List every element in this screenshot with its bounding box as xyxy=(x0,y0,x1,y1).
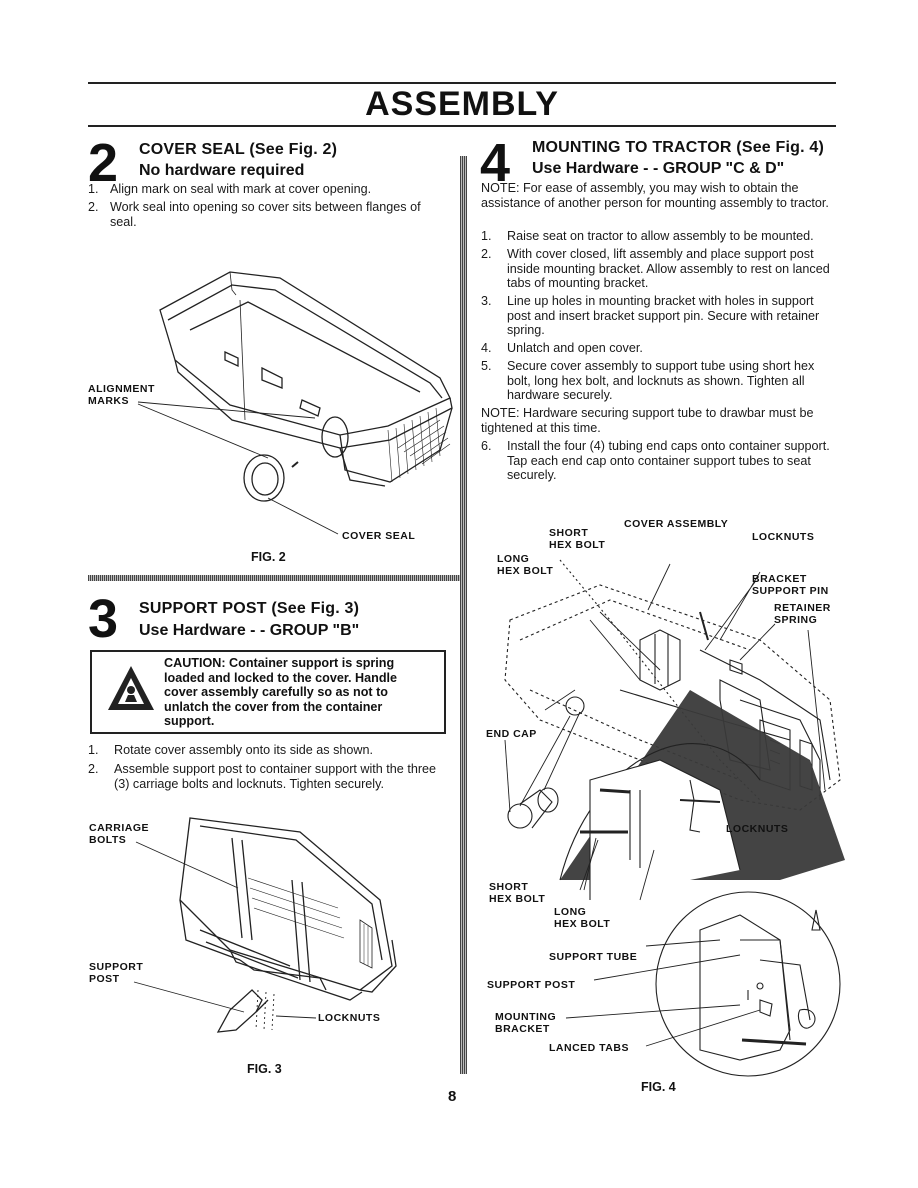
section-4-step: 2. With cover closed, lift assembly and … xyxy=(481,247,839,292)
section-4-step: 5. Secure cover assembly to support tube… xyxy=(481,359,839,404)
lanced-tabs-label: LANCED TABS xyxy=(549,1042,629,1054)
short-hex-bolt-label: HEX BOLT xyxy=(549,539,606,551)
section-4-step: 6. Install the four (4) tubing end caps … xyxy=(481,439,839,484)
step-text: Install the four (4) tubing end caps ont… xyxy=(507,439,830,482)
short-hex-bolt-label: SHORT xyxy=(549,527,589,539)
step-number: 1. xyxy=(88,743,99,757)
step-number: 5. xyxy=(481,359,492,373)
section-4-step: 1. Raise seat on tractor to allow assemb… xyxy=(481,229,839,244)
top-rule xyxy=(88,82,836,84)
step-text: Line up holes in mounting bracket with h… xyxy=(507,294,820,337)
section-2-number: 2 xyxy=(88,133,119,193)
end-cap-label: END CAP xyxy=(486,728,537,740)
step-number: 4. xyxy=(481,341,492,355)
support-tube-label: SUPPORT TUBE xyxy=(549,951,638,963)
section-2-title: COVER SEAL (See Fig. 2) xyxy=(139,141,338,158)
fig-3-caption: FIG. 3 xyxy=(247,1062,282,1076)
step-number: 3. xyxy=(481,294,492,308)
warning-icon xyxy=(108,666,154,710)
short-hex-bolt-label: SHORT xyxy=(489,881,529,893)
long-hex-bolt-label: LONG xyxy=(497,553,530,565)
section-4-number: 4 xyxy=(480,133,511,193)
step-text: With cover closed, lift assembly and pla… xyxy=(507,247,830,290)
caution-box: CAUTION: Container support is spring loa… xyxy=(90,650,446,734)
support-post-label: POST xyxy=(89,973,120,985)
locknuts-label: LOCKNUTS xyxy=(318,1012,381,1024)
step-text: Align mark on seal with mark at cover op… xyxy=(110,182,372,196)
step-text: Rotate cover assembly onto its side as s… xyxy=(114,743,373,757)
step-number: 2. xyxy=(88,762,99,776)
step-text: Raise seat on tractor to allow assembly … xyxy=(507,229,814,243)
bracket-support-pin-label: SUPPORT PIN xyxy=(752,585,829,597)
step-number: 2. xyxy=(481,247,492,261)
retainer-spring-label: RETAINER xyxy=(774,602,831,614)
section-4-step: 3. Line up holes in mounting bracket wit… xyxy=(481,294,839,339)
long-hex-bolt-label: HEX BOLT xyxy=(497,565,554,577)
long-hex-bolt-label: LONG xyxy=(554,906,587,918)
section-4-step: 4. Unlatch and open cover. xyxy=(481,341,839,356)
section-3-step: 2. Assemble support post to container su… xyxy=(88,762,446,792)
title-rule xyxy=(88,125,836,127)
column-divider xyxy=(460,156,467,1074)
caution-text: CAUTION: Container support is spring loa… xyxy=(164,656,398,729)
step-number: 6. xyxy=(481,439,492,453)
mounting-bracket-label: BRACKET xyxy=(495,1023,550,1035)
carriage-bolts-label: BOLTS xyxy=(89,834,127,846)
mounting-bracket-label: MOUNTING xyxy=(495,1011,557,1023)
support-post-label: SUPPORT xyxy=(89,961,144,973)
carriage-bolts-label: CARRIAGE xyxy=(89,822,150,834)
short-hex-bolt-label: HEX BOLT xyxy=(489,893,546,905)
page-title: ASSEMBLY xyxy=(365,85,559,123)
alignment-marks-label: ALIGNMENT xyxy=(88,383,155,395)
step-text: Assemble support post to container suppo… xyxy=(114,762,437,791)
support-post-label: SUPPORT POST xyxy=(487,979,576,991)
cover-assembly-label: COVER ASSEMBLY xyxy=(624,518,729,530)
step-number: 2. xyxy=(88,200,99,214)
step-text: Work seal into opening so cover sits bet… xyxy=(110,200,421,229)
section-2-step: 1. Align mark on seal with mark at cover… xyxy=(88,182,444,197)
section-separator xyxy=(88,575,462,581)
step-number: 1. xyxy=(88,182,99,196)
section-2-subtitle: No hardware required xyxy=(139,162,305,179)
section-4-subtitle: Use Hardware - - GROUP "C & D" xyxy=(532,160,785,177)
step-number: 1. xyxy=(481,229,492,243)
retainer-spring-label: SPRING xyxy=(774,614,818,626)
section-3-title: SUPPORT POST (See Fig. 3) xyxy=(139,600,360,617)
long-hex-bolt-label: HEX BOLT xyxy=(554,918,611,930)
section-2-step: 2. Work seal into opening so cover sits … xyxy=(88,200,446,230)
section-3-number: 3 xyxy=(88,589,119,649)
locknuts-label: LOCKNUTS xyxy=(752,531,815,543)
bracket-support-pin-label: BRACKET xyxy=(752,573,807,585)
section-4-note: NOTE: For ease of assembly, you may wish… xyxy=(481,181,829,210)
alignment-marks-label: MARKS xyxy=(88,395,129,407)
page-number: 8 xyxy=(448,1088,457,1105)
section-3-subtitle: Use Hardware - - GROUP "B" xyxy=(139,622,360,639)
fig-4-caption: FIG. 4 xyxy=(641,1080,676,1094)
section-4-note: NOTE: Hardware securing support tube to … xyxy=(481,406,814,435)
cover-seal-label: COVER SEAL xyxy=(342,530,416,542)
locknuts-label: LOCKNUTS xyxy=(726,823,789,835)
section-3-step: 1. Rotate cover assembly onto its side a… xyxy=(88,743,444,758)
fig-2-caption: FIG. 2 xyxy=(251,550,286,564)
step-text: Unlatch and open cover. xyxy=(507,341,643,355)
step-text: Secure cover assembly to support tube us… xyxy=(507,359,815,402)
section-4-title: MOUNTING TO TRACTOR (See Fig. 4) xyxy=(532,139,825,156)
